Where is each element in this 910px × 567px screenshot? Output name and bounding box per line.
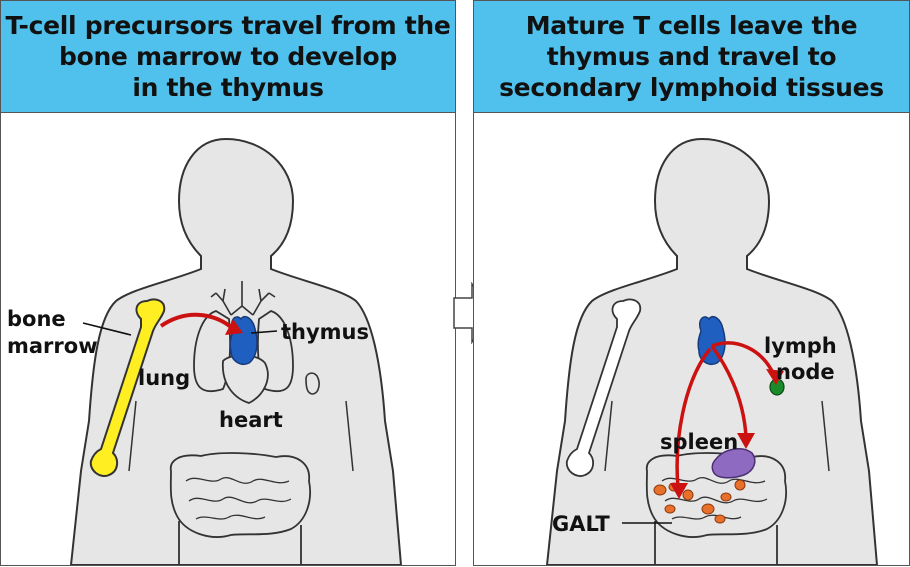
right-panel-header: Mature T cells leave the thymus and trav…	[474, 1, 909, 113]
right-title-line-1: Mature T cells leave the	[526, 10, 858, 41]
node-label: node	[776, 360, 835, 384]
thymus-label: thymus	[281, 320, 369, 344]
lymph-label: lymph	[764, 334, 837, 358]
marrow-label: marrow	[7, 334, 98, 358]
left-title-line-2: bone marrow to develop	[59, 41, 397, 72]
right-title-line-2: thymus and travel to	[547, 41, 837, 72]
heart-label: heart	[219, 408, 283, 432]
left-title-line-1: T-cell precursors travel from the	[5, 10, 450, 41]
right-body-diagram: lymph node spleen GALT	[474, 113, 910, 565]
bone-label: bone	[7, 307, 66, 331]
spleen-label: spleen	[660, 430, 738, 454]
small-organ-shape	[306, 373, 319, 394]
right-title-line-3: secondary lymphoid tissues	[499, 72, 884, 103]
galt-label: GALT	[552, 512, 610, 536]
left-title-line-3: in the thymus	[132, 72, 323, 103]
left-panel-header: T-cell precursors travel from the bone m…	[1, 1, 455, 113]
right-panel: Mature T cells leave the thymus and trav…	[473, 0, 910, 566]
left-body-diagram: bone marrow lung thymus heart	[1, 113, 456, 565]
lung-label: lung	[138, 366, 190, 390]
left-panel: T-cell precursors travel from the bone m…	[0, 0, 456, 566]
